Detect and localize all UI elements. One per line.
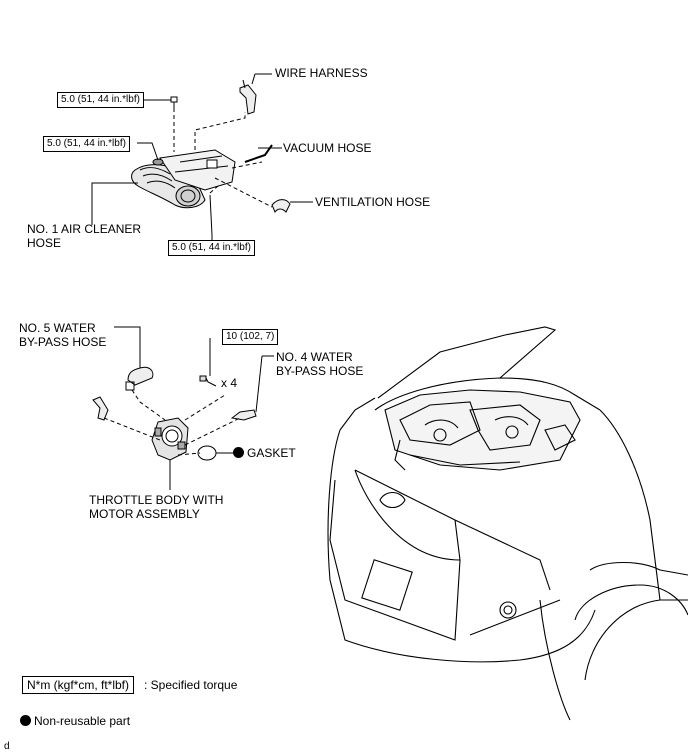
throttle-body-drawing — [151, 417, 189, 461]
vehicle-drawing — [327, 326, 688, 721]
torque-spec-lower: 5.0 (51, 44 in.*lbf) — [168, 240, 255, 256]
left-hose-fitting — [92, 396, 109, 421]
no5-hose-drawing — [125, 366, 154, 391]
ventilation-hose-label: VENTILATION HOSE — [315, 195, 431, 209]
air-cleaner-hose-drawing — [131, 149, 236, 209]
vacuum-hose-label: VACUUM HOSE — [283, 141, 372, 155]
clamp-bolt-upper — [170, 96, 178, 108]
wire-harness-label: WIRE HARNESS — [275, 66, 368, 80]
torque-spec-upper: 5.0 (51, 44 in.*lbf) — [57, 92, 144, 108]
nonreusable-dot-icon — [233, 447, 244, 458]
footer-code: d — [4, 741, 10, 752]
torque-spec-throttle: 10 (102, 7) — [222, 329, 279, 345]
no4-water-bypass-hose-label: NO. 4 WATER BY-PASS HOSE — [276, 350, 364, 378]
legend-nonreusable-text: Non-reusable part — [34, 714, 131, 728]
no4-hose-drawing — [230, 409, 257, 421]
no5-water-bypass-hose-label: NO. 5 WATER BY-PASS HOSE — [19, 321, 107, 349]
air-cleaner-hose-label: NO. 1 AIR CLEANER HOSE — [27, 222, 142, 250]
nonreusable-legend-dot-icon — [20, 715, 31, 726]
throttle-bolt-drawing — [199, 375, 217, 387]
legend-torque-description: : Specified torque — [144, 678, 238, 692]
legend-nonreusable: Non-reusable part — [20, 714, 130, 728]
legend-torque-box: N*m (kgf*cm, ft*lbf) — [22, 676, 135, 694]
throttle-body-label: THROTTLE BODY WITH MOTOR ASSEMBLY — [89, 493, 224, 521]
wire-harness-connector — [239, 79, 257, 115]
bolt-quantity-label: x 4 — [221, 376, 238, 390]
ventilation-hose-drawing — [271, 199, 291, 213]
gasket-text: GASKET — [247, 446, 296, 460]
gasket-label: GASKET — [233, 446, 296, 460]
gasket-drawing — [197, 445, 217, 461]
torque-spec-left: 5.0 (51, 44 in.*lbf) — [43, 136, 130, 152]
